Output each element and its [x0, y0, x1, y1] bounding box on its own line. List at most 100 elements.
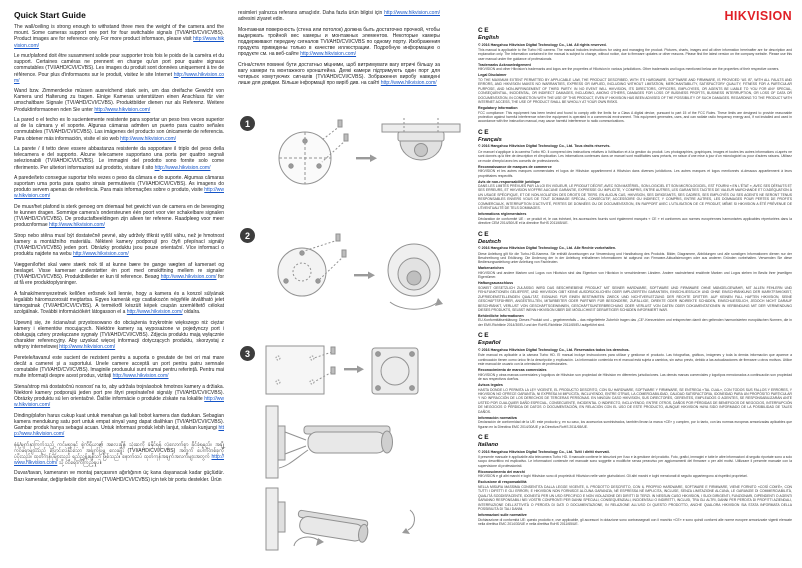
paragraph-text: Монтажная поверхность (стена или потолок…: [238, 26, 440, 58]
bullet-camera-install-illustration: [265, 345, 419, 551]
hikvision-url-link[interactable]: http://www.hikvision.com/: [384, 10, 440, 16]
hikvision-url-link[interactable]: http://www.hikvision.com/: [14, 187, 224, 200]
ce-mark-icon: CE: [478, 128, 491, 136]
regulatory-heading: Regulatory Information: [478, 106, 518, 110]
hikvision-url-link[interactable]: http://www.hikvision.com/: [14, 71, 224, 84]
hikvision-url-link[interactable]: http://www.hikvision.com/: [94, 106, 151, 113]
paragraph-text-after: သို့ ဝင်ရောက်ကြည့်ရှုပါ။: [57, 460, 102, 467]
trademarks-heading: Reconocimiento de marcas comerciales: [478, 368, 547, 373]
regulatory-text: EU-Konformitätserklärung: Dieses Produkt…: [478, 318, 792, 327]
step-2-number-badge: 2: [240, 228, 255, 243]
hikvision-url-link[interactable]: http://www.hikvision.com/: [380, 80, 437, 87]
trademarks-heading: Trademarks Acknowledgement: [478, 62, 531, 67]
dome-camera-install-illustration: [278, 118, 461, 185]
multilang-paragraph: resimleri yalnızca referans amaçlıdır. D…: [238, 10, 440, 22]
disclaimer-heading: Esclusione di responsabilità: [478, 480, 527, 485]
ce-mark-icon: CE: [478, 434, 491, 442]
copyright-line: © 2016 Hangzhou Hikvision Digital Techno…: [478, 42, 607, 47]
about-manual-text: Il presente manuale è applicabile alla t…: [478, 455, 792, 468]
hikvision-url-link[interactable]: http://www.hikvision.com/: [14, 396, 224, 409]
language-heading: Español: [478, 340, 501, 347]
multilang-paragraph: Wand bzw. Zimmerdecke müssen ausreichend…: [14, 88, 224, 113]
paragraph-text: နံရံ/မျက်နှာကြက်သည် ကင်မရာနှင့် စွဲကိရိယ…: [14, 441, 224, 460]
multilang-paragraph: Стіна/стеля повинні бути достатньо міцни…: [238, 62, 440, 87]
hikvision-url-link[interactable]: http://www.hikvision.com/: [112, 373, 169, 380]
paragraph-text: Stena/strop má dostatočnú nosnosť na to,…: [14, 383, 224, 402]
multilang-paragraph: The wall/ceiling is strong enough to wit…: [14, 24, 224, 49]
multilang-paragraph: နံရံ/မျက်နှာကြက်သည် ကင်မရာနှင့် စွဲကိရိယ…: [14, 442, 224, 467]
paragraph-text: Le mur/plafond doit être susamment solid…: [14, 52, 224, 78]
regulatory-text: Declaración de conformidad de la UE: est…: [478, 420, 792, 429]
disclaimer-text: TO THE MAXIMUM EXTENT PERMITTED BY APPLI…: [478, 77, 792, 104]
trademarks-text: HIKVISION et les autres marques commerci…: [478, 169, 792, 178]
multilang-paragraph: Peretele/tavanul este sucient de reziste…: [14, 355, 224, 380]
regulatory-heading: Informations réglementaires: [478, 212, 527, 217]
disclaimer-text: NELLA MISURA MASSIMA CONSENTITA DALLA LE…: [478, 484, 792, 512]
trademarks-text: HIKVISION y otras marcas comerciales y l…: [478, 372, 792, 382]
hikvision-url-link[interactable]: http://www.hikvision.com/: [126, 309, 183, 316]
paragraph-text: The wall/ceiling is strong enough to wit…: [14, 24, 224, 43]
language-heading: Français: [478, 136, 502, 143]
multilang-paragraph: De muur/het plafond is sterk genoeg om d…: [14, 204, 224, 229]
regulatory-heading: Información normativa: [478, 415, 517, 420]
paragraph-text: De muur/het plafond is sterk genoeg om d…: [14, 203, 224, 229]
hikvision-url-link[interactable]: http://www.hikvision.com/: [14, 36, 224, 49]
left-column: Quick Start Guide The wall/ceiling is st…: [14, 10, 224, 487]
paragraph-text-after: for at få ere produktoplysninger.: [14, 274, 224, 287]
multilang-paragraph: Strop nebo stěna musí být dostatečně pev…: [14, 233, 224, 258]
paragraph-text: Peretele/tavanul este sucient de reziste…: [14, 354, 224, 380]
legal-section-list: CE English © 2016 Hangzhou Hikvision Dig…: [478, 27, 792, 526]
hikvision-url-link[interactable]: http://www.hikvision.com/: [300, 51, 357, 58]
step-3-number-badge: 3: [240, 346, 255, 361]
about-manual-text: Diese Anleitung gilt für die Turbo-HD-Ka…: [478, 251, 792, 265]
multilang-paragraph: Væggen/loftet skal være stærk nok til at…: [14, 262, 224, 287]
hikvision-url-link[interactable]: http://www.hikvision.com/: [154, 164, 211, 171]
trademarks-text: HIKVISION e gli altri marchi e loghi Hik…: [478, 474, 748, 479]
regulatory-text: FCC compliance: This equipment has been …: [478, 110, 792, 124]
legal-section: CE Deutsch © 2016 Hangzhou Hikvision Dig…: [478, 231, 792, 328]
multilang-paragraph: Монтажная поверхность (стена или потолок…: [238, 27, 440, 58]
hikvision-url-link[interactable]: http://www.hikvision.com/: [59, 344, 116, 351]
language-heading: Deutsch: [478, 238, 501, 245]
paragraph-text: A falnak/mennyezetnek kellően erősnek ke…: [14, 290, 224, 316]
copyright-line: © 2016 Hangzhou Hikvision Digital Techno…: [478, 246, 617, 251]
about-manual-text: This manual is applicable to the Turbo H…: [478, 48, 792, 61]
middle-paragraph-list: resimleri yalnızca referans amaçlıdır. D…: [238, 10, 440, 86]
language-heading: Italiano: [478, 442, 499, 449]
hikvision-url-link[interactable]: http://www.hikvision.com/: [72, 251, 129, 258]
hikvision-url-link[interactable]: http://www.hikvision.com/: [160, 274, 217, 281]
regulatory-text: Déclaration de conformité UE : ce produi…: [478, 216, 792, 226]
install-step-3: 3: [240, 340, 462, 554]
about-manual-text: Este manual es aplicable a la cámara Tur…: [478, 353, 792, 367]
paragraph-text: La parete / il tetto deve essere abbasta…: [14, 145, 224, 171]
trademarks-heading: Reconnaissance de marques de commerce: [478, 164, 552, 169]
hikvision-url-link[interactable]: http://www.hikvision.com/: [49, 222, 105, 229]
ce-mark-icon: CE: [478, 332, 491, 340]
multilang-paragraph: La pared o el techo es lo sucientemente …: [14, 117, 224, 142]
hikvision-url-link[interactable]: http://www.hikvision.com/: [14, 424, 224, 438]
copyright-line: © 2016 Hangzhou Hikvision Digital Techno…: [478, 449, 610, 454]
paragraph-text: Strop nebo stěna musí být dostatečně pev…: [14, 232, 224, 258]
ce-mark-icon: CE: [478, 230, 491, 238]
hikvision-url-link[interactable]: http://www.hikvision.com/: [120, 135, 177, 142]
disclaimer-text: DANS LES LIMITES PRÉVUES PAR LA LOI EN V…: [478, 184, 792, 211]
multilang-paragraph: Le mur/plafond doit être susamment solid…: [14, 53, 224, 84]
paragraph-text: Wand bzw. Zimmerdecke müssen ausreichend…: [14, 88, 224, 113]
paragraph-text: La pared o el techo es lo sucientemente …: [14, 117, 224, 142]
page-title: Quick Start Guide: [14, 10, 86, 20]
multilang-paragraph: Dinding/plafon harus cukup kuat untuk me…: [14, 413, 224, 438]
disclaimer-heading: Legal Disclaimer: [478, 73, 507, 78]
trademarks-heading: Riconoscimento dei marchi: [478, 469, 525, 474]
step-1-number-badge: 1: [240, 116, 255, 131]
legal-section: CE English © 2016 Hangzhou Hikvision Dig…: [478, 27, 792, 124]
paragraph-text: Væggen/loftet skal være stærk nok til at…: [14, 261, 224, 281]
hikvision-url-link[interactable]: http://www.hikvision.com/: [14, 453, 224, 467]
install-step-2: 2: [240, 222, 462, 330]
disclaimer-heading: Avis de non-responsabilité juridique: [478, 179, 540, 184]
multilang-paragraph: Stena/strop má dostatočnú nosnosť na to,…: [14, 384, 224, 409]
paragraph-text: Duvar/tavan, kameranın ve montaj parçası…: [14, 470, 224, 483]
paragraph-text: Dinding/plafon harus cukup kuat untuk me…: [14, 412, 224, 431]
multilingual-paragraph-list: The wall/ceiling is strong enough to wit…: [14, 24, 224, 483]
right-column: HIKVISION CE English © 2016 Hangzhou Hik…: [478, 8, 792, 531]
